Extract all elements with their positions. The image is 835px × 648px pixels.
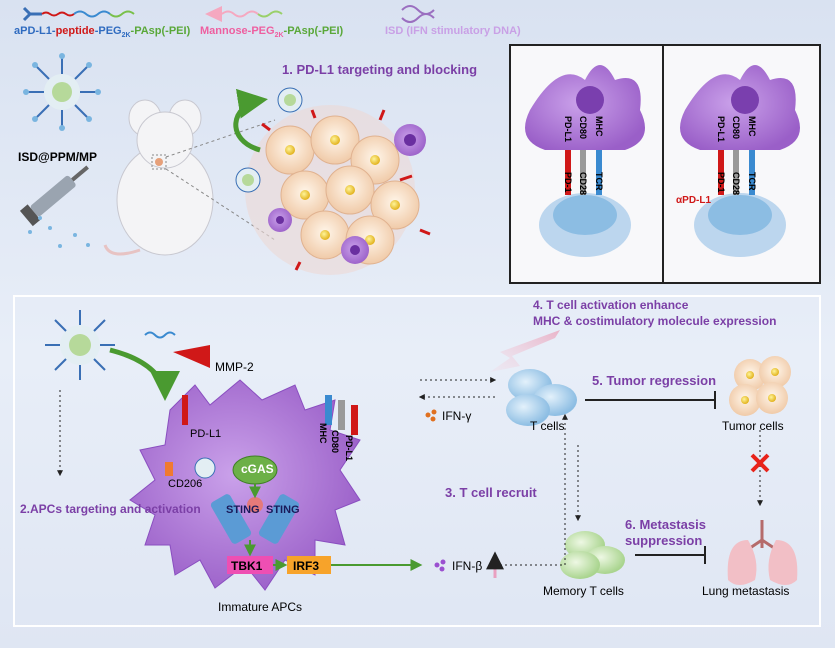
step-5-label: 5. Tumor regression (592, 373, 717, 388)
mmp2-label: MMP-2 (215, 360, 254, 374)
spray-dots (28, 216, 90, 248)
cd206-label: CD206 (168, 478, 203, 490)
inset-left-apc (525, 65, 645, 257)
sting-right-label: STING (266, 504, 300, 516)
step-1-label: 1. PD-L1 targeting and blocking (282, 62, 478, 77)
memory-t-cells-icon (560, 531, 625, 579)
nanoparticle-icon (23, 53, 101, 131)
legend-dna-icon (401, 5, 435, 23)
step-3-label: 3. T cell recruit (445, 485, 537, 500)
green-arrow-to-apc (109, 347, 180, 401)
t-cells-icon (506, 369, 577, 426)
inset-left-mhc: MHC (594, 116, 604, 137)
tumor-cells-label: Tumor cells (722, 419, 784, 433)
inset-right-cd28: CD28 (731, 172, 741, 196)
inset-right-pdl1: PD-L1 (716, 116, 726, 143)
curved-green-arrow (233, 88, 268, 153)
legend-mannose-label: Mannose-PEG2K-PAsp(-PEI) (200, 25, 344, 40)
mhc-label: MHC (318, 423, 328, 444)
inset-left-pd1: PD-1 (563, 172, 573, 193)
pink-arrow (490, 330, 560, 372)
sting-left-label: STING (226, 504, 260, 516)
mmp2-icon (144, 331, 210, 368)
t-cells-label: T cells (530, 419, 565, 433)
legend-polymer-label: aPD-L1-peptide-PEG2K-PAsp(-PEI) (14, 25, 191, 40)
legend-mannose-icon (205, 6, 283, 22)
cd80-label: CD80 (330, 430, 340, 454)
lung-metastasis-label: Lung metastasis (702, 584, 790, 598)
syringe-icon (19, 165, 89, 227)
lower-nanoparticle (45, 310, 115, 380)
legend-dna-label: ISD (IFN stimulatory DNA) (385, 25, 521, 37)
tbk1-label: TBK1 (231, 559, 263, 573)
legend-polymer-icon (22, 6, 135, 22)
tumor-cells-cluster (261, 109, 431, 271)
inset-right-pd1: PD-1 (716, 172, 726, 193)
step-4-label-line2: MHC & costimulatory molecule expression (533, 314, 777, 328)
mouse-icon (103, 99, 214, 256)
lung-icon (727, 520, 798, 585)
inset-right-cd80: CD80 (731, 116, 741, 140)
inset-left-pdl1: PD-L1 (563, 116, 573, 143)
step-6-label-line2: suppression (625, 533, 703, 548)
inset-left-cd28: CD28 (578, 172, 588, 196)
pdl1-label: PD-L1 (190, 428, 222, 440)
nanoparticles-near-tumor (235, 87, 303, 193)
ifn-gamma-label: IFN-γ (442, 409, 472, 423)
inset-right-tcr: TCR (747, 172, 757, 191)
step-4-label-line1: 4. T cell activation enhance (533, 298, 689, 312)
lower-panel (13, 295, 821, 627)
tumor-cells-icon (729, 356, 791, 416)
ifnb-dots (434, 559, 446, 572)
inset-right-mhc: MHC (747, 116, 757, 137)
memory-t-cells-label: Memory T cells (543, 584, 624, 598)
step-6-label-line1: 6. Metastasis (625, 517, 706, 532)
cgas-label: cGAS (241, 462, 274, 476)
inset-right-apc (680, 65, 800, 257)
inset-left-cd80: CD80 (578, 116, 588, 140)
immature-apcs-label: Immature APCs (218, 600, 303, 614)
step-2-label-line1: 2.APCs targeting and activation (20, 502, 201, 516)
ifn-beta-label: IFN-β (452, 559, 483, 573)
pdl1-vertical-label: PD-L1 (344, 435, 354, 462)
immature-apc-cell (129, 379, 423, 591)
inset-apdl1-label: αPD-L1 (676, 195, 712, 206)
ifng-dots (425, 409, 437, 422)
inset-left-tcr: TCR (594, 172, 604, 191)
irf3-label: IRF3 (293, 559, 320, 573)
block-cross-icon (750, 453, 770, 473)
isd-ppm-mp-label: ISD@PPM/MP (18, 150, 98, 164)
